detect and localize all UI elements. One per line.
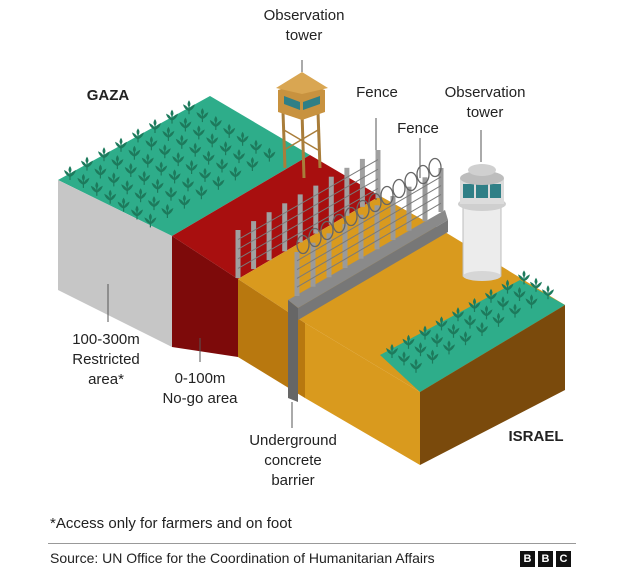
bbc-logo-letter: B xyxy=(520,551,535,567)
fence-wire xyxy=(237,159,379,241)
tower-right-label-line1: Observation xyxy=(445,84,526,101)
fence-post xyxy=(406,186,412,231)
fence-wire xyxy=(296,176,442,262)
fence-wire xyxy=(237,178,379,260)
labels: GAZA ISRAEL Observation tower Observatio… xyxy=(72,7,563,489)
fence-wire xyxy=(296,185,442,271)
observation-tower-left xyxy=(276,60,328,179)
fence-post xyxy=(374,205,380,250)
fence-wire xyxy=(296,193,442,279)
razor-wire-coil xyxy=(392,178,406,199)
restricted-label-line3: area* xyxy=(88,371,124,388)
barrier-label-line3: barrier xyxy=(271,472,314,489)
source-divider xyxy=(48,543,576,544)
israel-farmland-block xyxy=(305,280,565,465)
gaza-restricted-area-block xyxy=(58,96,310,347)
fence-post xyxy=(251,221,257,270)
fence-post xyxy=(359,158,365,207)
barrier-label-line2: concrete xyxy=(264,452,322,469)
razor-wire-coil xyxy=(356,199,370,220)
fence-post xyxy=(282,203,288,252)
fence-post xyxy=(313,185,319,234)
razor-wire-coil xyxy=(344,206,358,227)
fence-post xyxy=(297,194,303,243)
razor-wire-coil xyxy=(332,213,346,234)
no-go-area-block xyxy=(172,155,380,357)
fence-wire xyxy=(237,168,379,250)
fence-wire xyxy=(237,187,379,269)
tower-right-label-line2: tower xyxy=(467,104,504,121)
razor-wire-coil xyxy=(404,171,418,192)
fence-post xyxy=(310,242,316,287)
fence-wire xyxy=(296,202,442,288)
bbc-logo-letter: C xyxy=(556,551,571,567)
bbc-logo: B B C xyxy=(520,551,571,567)
restricted-label-line1: 100-300m xyxy=(72,331,140,348)
leader-lines xyxy=(107,284,293,428)
front-fence xyxy=(294,138,444,296)
footnote: *Access only for farmers and on foot xyxy=(50,515,292,532)
bbc-logo-letter: B xyxy=(538,551,553,567)
razor-wire-coil xyxy=(368,192,382,213)
source-credit: Source: UN Office for the Coordination o… xyxy=(50,550,435,566)
razor-wire-coil xyxy=(416,164,430,185)
fence-post xyxy=(294,252,300,296)
fence-post xyxy=(375,150,381,198)
barrier-label-line1: Underground xyxy=(249,432,337,449)
fence-post xyxy=(235,230,241,278)
back-fence xyxy=(235,118,381,278)
underground-concrete-barrier xyxy=(288,210,448,402)
razor-wire-coil xyxy=(320,220,334,241)
observation-tower-right xyxy=(458,130,506,281)
israel-label: ISRAEL xyxy=(508,428,563,445)
restricted-label-line2: Restricted xyxy=(72,351,140,368)
fence-post xyxy=(328,176,334,225)
fence-post xyxy=(358,214,364,259)
fence-front-label: Fence xyxy=(397,120,439,137)
fence-post xyxy=(390,196,396,240)
razor-wire-coil xyxy=(380,185,394,206)
gaza-label: GAZA xyxy=(87,87,130,104)
nogo-label-line2: No-go area xyxy=(162,390,238,407)
nogo-label-line1: 0-100m xyxy=(175,370,226,387)
fence-post xyxy=(344,167,350,216)
razor-wire-coil xyxy=(428,157,442,178)
fence-post xyxy=(266,212,272,261)
fence-post xyxy=(342,224,348,268)
fence-post xyxy=(438,168,444,212)
razor-wire-coil xyxy=(308,227,322,248)
tower-left-label-line2: tower xyxy=(286,27,323,44)
razor-wire-coil xyxy=(296,234,310,255)
fence-back-label: Fence xyxy=(356,84,398,101)
fence-post xyxy=(422,177,428,222)
tower-left-label-line1: Observation xyxy=(264,7,345,24)
fence-post xyxy=(326,233,332,278)
